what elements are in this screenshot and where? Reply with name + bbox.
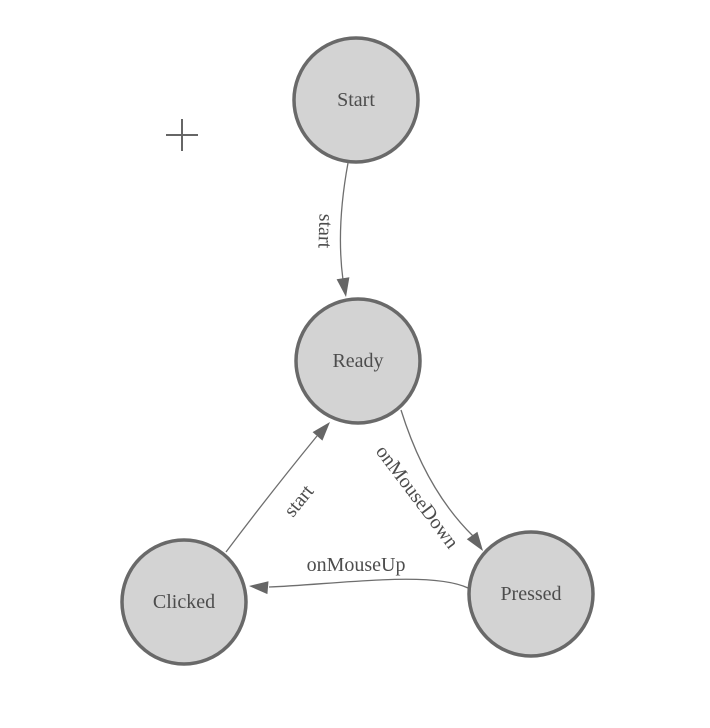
edge-label: start [280,480,319,521]
node-label: Ready [332,350,383,372]
node-label: Start [337,89,375,111]
crosshair-cursor-icon [166,119,198,151]
edge-label: start [313,213,336,249]
transition-edge-clicked-to-ready[interactable]: start [225,422,330,553]
edge-path[interactable] [268,578,469,589]
edge-path[interactable] [400,409,474,537]
edge-arrowhead [312,422,330,441]
edge-label: onMouseDown [371,441,463,553]
edge-path[interactable] [339,162,349,281]
edge-arrowhead [336,277,350,297]
node-circle [467,530,595,658]
state-node-ready[interactable]: Ready [294,297,422,425]
edge-arrowhead [466,531,483,551]
edge-label: onMouseUp [307,554,406,576]
transition-edge-pressed-to-clicked[interactable]: onMouseUp [249,554,469,595]
transition-edge-ready-to-pressed[interactable]: onMouseDown [371,409,483,553]
node-label: Clicked [153,591,215,613]
node-circle [292,36,420,164]
state-node-clicked[interactable]: Clicked [120,538,248,666]
node-circle [294,297,422,425]
state-node-start[interactable]: Start [292,36,420,164]
edge-arrowhead [249,581,269,595]
transition-edge-start-to-ready[interactable]: start [313,162,350,297]
node-label: Pressed [500,583,561,605]
edge-path[interactable] [225,435,318,553]
state-node-pressed[interactable]: Pressed [467,530,595,658]
node-circle [120,538,248,666]
